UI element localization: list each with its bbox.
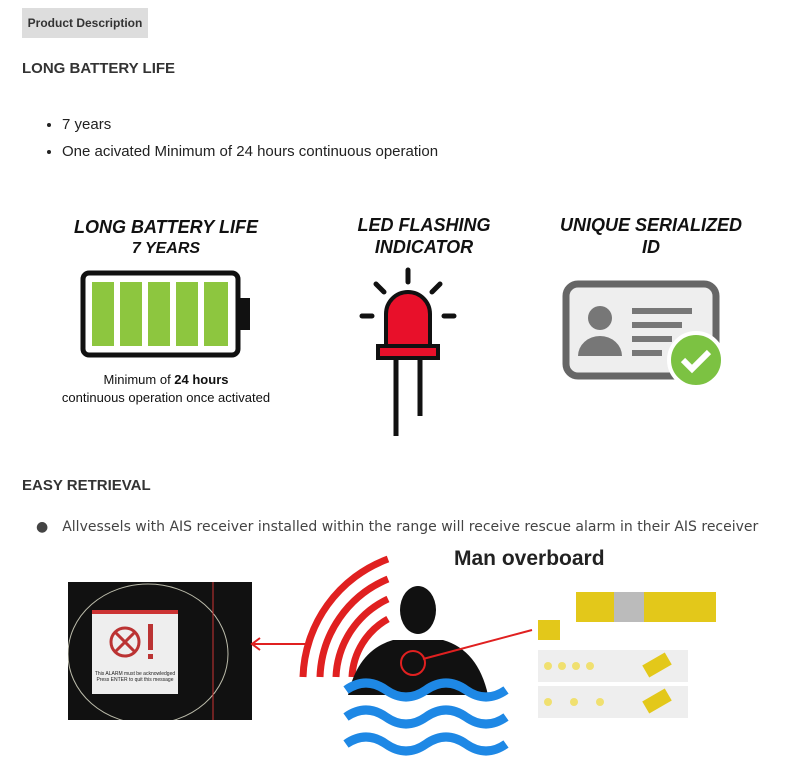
battery-title-text: LONG BATTERY LIFE — [73, 217, 258, 237]
bullet-item: 7 years — [62, 116, 438, 133]
tab-product-description[interactable]: Product Description — [22, 8, 148, 38]
led-line2: INDICATOR — [374, 237, 474, 257]
section-heading-retrieval: EASY RETRIEVAL — [22, 477, 151, 494]
led-icon — [359, 267, 457, 436]
id-line1: UNIQUE SERIALIZED — [559, 215, 742, 235]
battery-bullets: 7 years One acivated Minimum of 24 hours… — [22, 116, 438, 170]
caption-bold: 24 hours — [174, 372, 229, 387]
man-overboard-graphic — [250, 555, 533, 756]
retrieval-bullet: ● Allvessels with AIS receiver installed … — [36, 519, 758, 535]
battery-icon — [80, 270, 250, 358]
id-card-icon — [562, 280, 725, 389]
caption-line2: continuous operation once activated — [61, 390, 271, 405]
signal-waves-icon — [299, 555, 390, 678]
section-heading-battery: LONG BATTERY LIFE — [22, 60, 176, 77]
water-waves-icon — [343, 678, 509, 756]
id-title: UNIQUE SERIALIZED ID — [541, 214, 761, 258]
diagram-title: Man overboard — [454, 547, 605, 570]
bullet-item: One acivated Minimum of 24 hours continu… — [62, 143, 438, 160]
id-line2: ID — [642, 237, 660, 257]
radar-graphic — [68, 582, 229, 720]
led-line1: LED FLASHING — [357, 215, 491, 235]
alarm-icon — [109, 624, 153, 659]
led-title: LED FLASHING INDICATOR — [324, 214, 524, 258]
battery-subtitle: 7 YEARS — [131, 240, 201, 257]
caption-text: Minimum of — [103, 372, 175, 387]
retrieval-bullet-text: Allvessels with AIS receiver installed w… — [62, 519, 759, 535]
bullet-dot: ● — [36, 519, 49, 535]
beacon-device-graphic — [538, 592, 716, 718]
battery-caption: Minimum of 24 hours continuous operation… — [36, 371, 296, 407]
battery-title: LONG BATTERY LIFE 7 YEARS — [46, 216, 286, 260]
